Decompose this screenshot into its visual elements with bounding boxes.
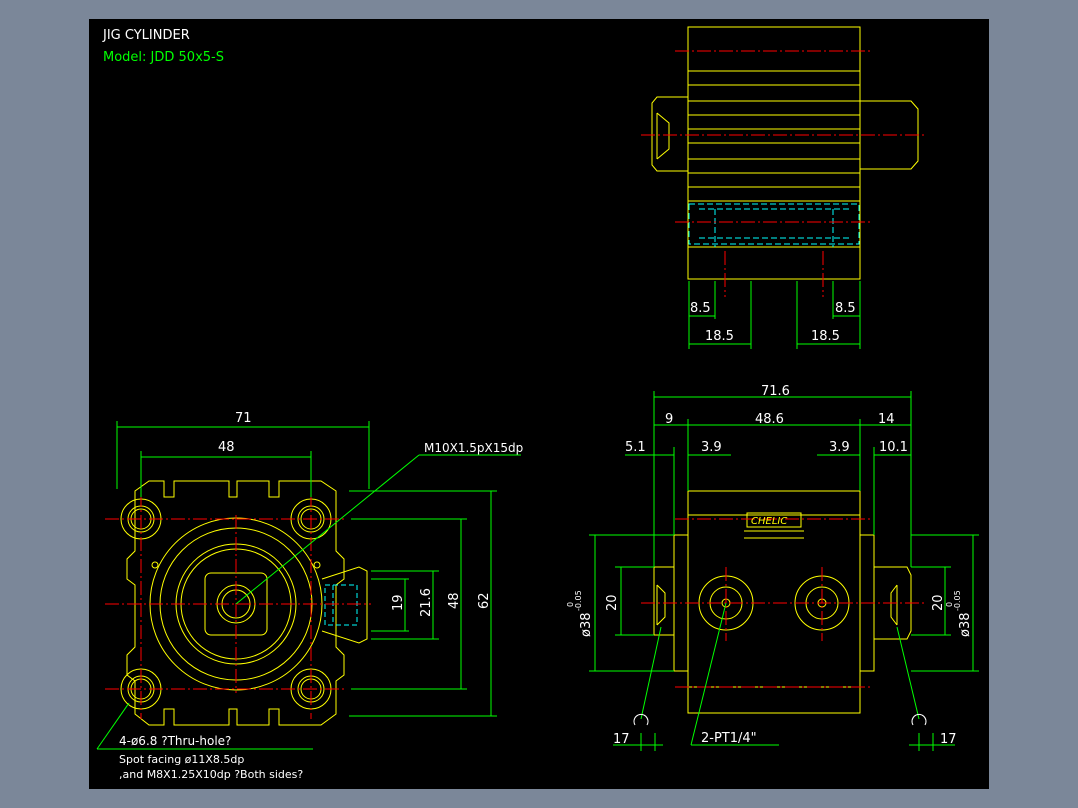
side-dim-dia-left: ø38 <box>579 613 594 638</box>
side-dim-14: 14 <box>878 412 895 427</box>
top-dim-left-small: 8.5 <box>690 301 711 316</box>
top-view: 8.5 8.5 18.5 18.5 <box>641 26 925 349</box>
drawing-title: JIG CYLINDER <box>102 28 190 43</box>
front-dim-62: 62 <box>477 592 492 609</box>
side-dim-17-right: 17 <box>940 732 957 747</box>
model-label: Model: JDD 50x5-S <box>103 50 224 65</box>
side-dim-9: 9 <box>665 412 673 427</box>
side-dim-10-1: 10.1 <box>879 440 908 455</box>
front-view: 71 48 62 48 21.6 19 M10X1.5pX15dp 4-ø6.8… <box>96 411 523 781</box>
tol-lower-left: -0.05 <box>574 590 583 611</box>
side-view: 71.6 9 48.6 14 5.1 3.9 3.9 10.1 20 20 ø3… <box>566 384 979 751</box>
side-dim-17-left: 17 <box>613 732 630 747</box>
port-note: 2-PT1/4" <box>701 731 757 746</box>
top-dim-left-large: 18.5 <box>705 329 734 344</box>
top-dim-right-large: 18.5 <box>811 329 840 344</box>
front-dim-21-6: 21.6 <box>419 588 434 617</box>
thread-callout: M10X1.5pX15dp <box>424 441 523 455</box>
front-dim-19: 19 <box>391 594 406 611</box>
cad-viewport[interactable]: JIG CYLINDER Model: JDD 50x5-S <box>89 19 989 789</box>
tol-lower-right: -0.05 <box>953 590 962 611</box>
hole-note-2: Spot facing ø11X8.5dp <box>119 753 244 766</box>
side-dim-dia-right: ø38 <box>958 613 973 638</box>
side-dim-20-right: 20 <box>931 594 946 611</box>
tol-upper-left: 0 <box>566 602 575 607</box>
brand-label: CHELIC <box>751 516 787 527</box>
side-dim-48-6: 48.6 <box>755 412 784 427</box>
drawing-canvas: JIG CYLINDER Model: JDD 50x5-S <box>96 26 979 781</box>
hole-note-3: ,and M8X1.25X10dp ?Both sides? <box>119 768 303 781</box>
tol-upper-right: 0 <box>945 602 954 607</box>
side-dim-3-9-right: 3.9 <box>829 440 850 455</box>
top-view-body <box>687 26 861 280</box>
front-dim-48-vertical: 48 <box>447 592 462 609</box>
front-dim-71: 71 <box>235 411 252 426</box>
side-dim-5-1: 5.1 <box>625 440 646 455</box>
hole-note-1: 4-ø6.8 ?Thru-hole? <box>119 734 231 748</box>
top-dim-right-small: 8.5 <box>835 301 856 316</box>
side-dim-20-left: 20 <box>605 594 620 611</box>
side-dim-71-6: 71.6 <box>761 384 790 399</box>
side-dim-3-9-left: 3.9 <box>701 440 722 455</box>
front-dim-48: 48 <box>218 440 235 455</box>
